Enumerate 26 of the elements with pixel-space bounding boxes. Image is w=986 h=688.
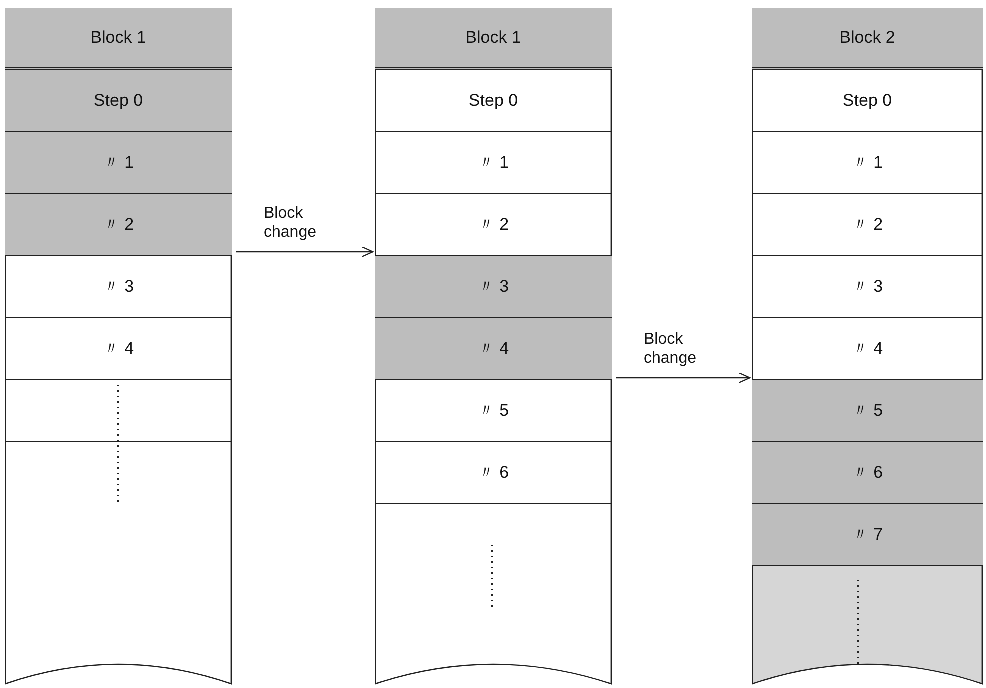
memory-strip	[752, 8, 983, 685]
block-row: Block 2	[752, 8, 983, 70]
step-row: 〃 3	[375, 256, 612, 318]
step-row: 〃 3	[5, 256, 232, 318]
step-row: 〃 6	[375, 442, 612, 504]
block-row: Block 1	[5, 8, 232, 70]
arrow	[616, 372, 751, 384]
step-row: 〃 2	[5, 194, 232, 256]
step-row: 〃 2	[752, 194, 983, 256]
step-row: Step 0	[375, 70, 612, 132]
step-row: 〃 1	[752, 132, 983, 194]
block-row: Block 1	[375, 8, 612, 70]
step-row: 〃 6	[752, 442, 983, 504]
step-row: 〃 1	[5, 132, 232, 194]
memory-strip	[375, 8, 612, 685]
step-row: 〃 3	[752, 256, 983, 318]
step-row: 〃 5	[375, 380, 612, 442]
memory-strip	[5, 8, 232, 685]
step-row: 〃 5	[752, 380, 983, 442]
step-row: Step 0	[5, 70, 232, 132]
step-row: 〃 4	[5, 318, 232, 380]
step-row: 〃 4	[375, 318, 612, 380]
step-row: 〃 7	[752, 504, 983, 566]
step-row: 〃 1	[375, 132, 612, 194]
step-row: Step 0	[752, 70, 983, 132]
arrow	[236, 246, 374, 258]
